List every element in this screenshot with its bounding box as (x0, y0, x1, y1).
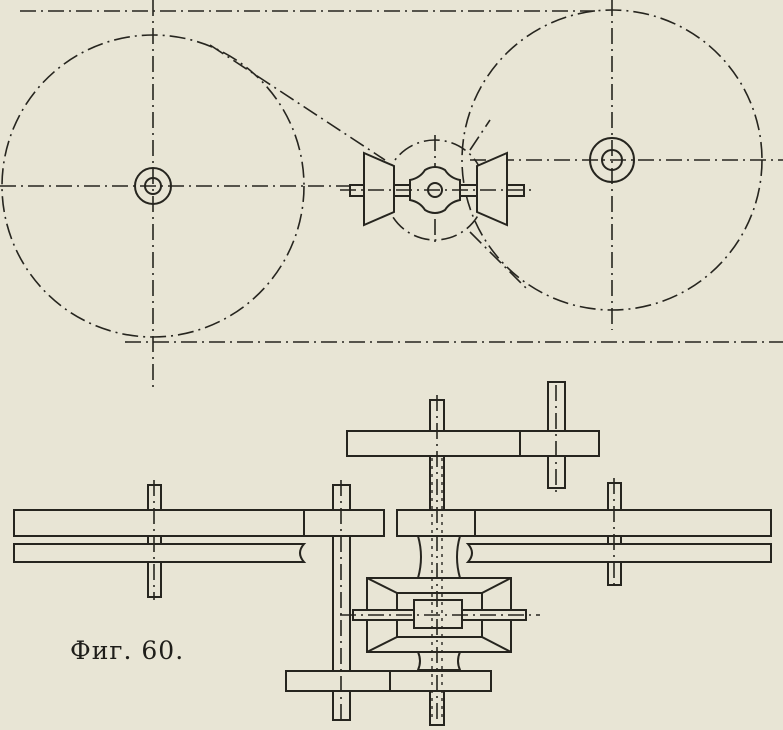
lower-hub (416, 651, 462, 671)
left-hub (134, 167, 172, 205)
right-wheel-bar (396, 509, 772, 537)
tangent-line (469, 231, 529, 291)
lower-gear-bar (285, 670, 492, 692)
figure-caption: Фиг. 60. (70, 636, 185, 665)
left-bevel-gear (363, 151, 395, 227)
upper-hub (416, 535, 462, 579)
upper-gear-bar (346, 430, 600, 457)
right-hub (589, 137, 635, 183)
left-wheel-pitch-circle (1, 34, 305, 338)
left-axle (144, 177, 162, 195)
right-axle (601, 149, 623, 171)
tangent-line (469, 119, 491, 151)
left-wheel-bar (13, 509, 385, 537)
differential-block (413, 599, 463, 629)
right-bevel-gear (476, 151, 508, 227)
plan-view (0, 0, 783, 390)
right-belt (465, 543, 772, 563)
right-wheel-pitch-circle (461, 9, 763, 311)
left-belt (13, 543, 307, 563)
elevation-view (13, 381, 772, 730)
tangent-line (209, 44, 386, 161)
